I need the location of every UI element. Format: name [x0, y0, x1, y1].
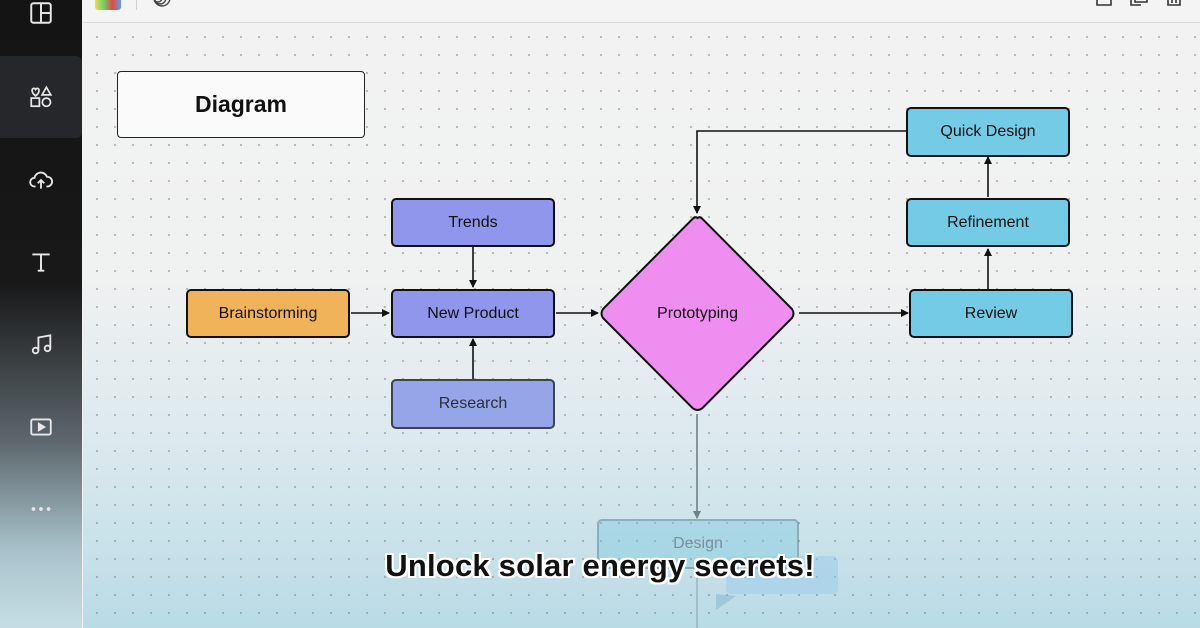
sidebar-item-videos[interactable]	[0, 386, 82, 468]
node-label: Trends	[448, 213, 498, 231]
more-dots-icon	[31, 507, 51, 511]
node-label: Prototyping	[657, 304, 738, 322]
delete-icon[interactable]	[1165, 0, 1183, 10]
node-label: New Product	[427, 304, 519, 322]
node-quick-design[interactable]: Quick Design	[906, 107, 1070, 157]
sidebar-item-text[interactable]	[0, 221, 82, 303]
layout-icon	[30, 2, 52, 24]
color-swatch-icon[interactable]	[95, 0, 121, 10]
music-note-icon	[31, 334, 52, 355]
node-review[interactable]: Review	[909, 289, 1073, 338]
node-label: Research	[438, 395, 508, 412]
node-label: Quick Design	[940, 123, 1036, 140]
toolbar-divider	[136, 0, 137, 10]
node-design[interactable]: Design	[597, 519, 799, 569]
sidebar-item-layout[interactable]	[0, 0, 82, 54]
node-label: Review	[964, 304, 1018, 322]
node-trends[interactable]: Trends	[391, 198, 555, 247]
faded-selection-box	[726, 556, 838, 594]
node-prototyping[interactable]: Prototyping	[599, 215, 796, 412]
sidebar-item-elements[interactable]	[0, 56, 82, 138]
decision-diamond-shape	[600, 216, 795, 411]
diagram-title-box[interactable]: Diagram	[117, 71, 365, 138]
video-play-icon	[30, 418, 52, 436]
sidebar-item-uploads[interactable]	[0, 139, 82, 221]
node-refinement[interactable]: Refinement	[906, 198, 1070, 247]
node-label: Design	[673, 535, 723, 552]
overlay-caption: Unlock solar energy secrets!	[385, 548, 815, 583]
elements-icon	[30, 85, 53, 108]
diagram-title: Diagram	[194, 91, 288, 117]
left-sidebar	[0, 0, 82, 628]
add-page-icon[interactable]	[1095, 0, 1113, 10]
animate-icon[interactable]	[151, 0, 173, 10]
upload-cloud-icon	[29, 171, 53, 189]
node-research[interactable]: Research	[391, 379, 555, 429]
copy-icon[interactable]	[1129, 0, 1149, 10]
node-new-product[interactable]: New Product	[391, 289, 555, 338]
sidebar-item-more[interactable]	[0, 468, 82, 550]
text-icon	[32, 253, 50, 272]
node-label: Brainstorming	[218, 304, 318, 322]
node-brainstorming[interactable]: Brainstorming	[186, 289, 350, 338]
sidebar-item-audio[interactable]	[0, 303, 82, 385]
top-toolbar	[83, 0, 1200, 23]
node-label: Refinement	[947, 213, 1029, 231]
